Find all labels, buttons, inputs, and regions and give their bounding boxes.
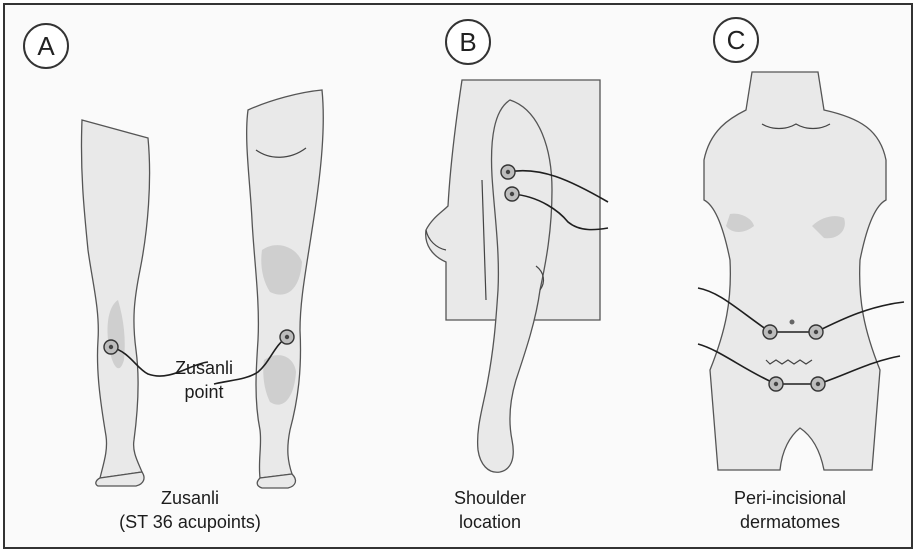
zusanli-callout-line1: Zusanli (175, 358, 233, 378)
panel-a-badge: A (24, 24, 68, 68)
upper-left-electrode (763, 325, 777, 339)
back-leg-electrode (280, 330, 294, 344)
front-leg-electrode (104, 340, 118, 354)
torso-front-illustration (704, 72, 886, 470)
lower-right-center (816, 382, 820, 386)
lower-left-electrode (769, 377, 783, 391)
navel (790, 320, 795, 325)
shoulder-lower-center (510, 192, 514, 196)
panel-a-caption-line1: Zusanli (161, 488, 219, 508)
lower-right-electrode (811, 377, 825, 391)
panel-a-letter: A (37, 31, 55, 61)
panel-b-letter: B (459, 27, 476, 57)
shoulder-electrode-upper (501, 165, 515, 179)
zusanli-callout-line2: point (184, 382, 223, 402)
back-electrode-center (285, 335, 289, 339)
upper-left-center (768, 330, 772, 334)
panel-b-caption-line1: Shoulder (454, 488, 526, 508)
panel-c-caption-line1: Peri-incisional (734, 488, 846, 508)
panel-b-badge: B (446, 20, 490, 64)
shoulder-upper-center (506, 170, 510, 174)
front-electrode-center (109, 345, 113, 349)
panel-c-badge: C (714, 18, 758, 62)
panel-c-caption-line2: dermatomes (740, 512, 840, 532)
upper-right-electrode (809, 325, 823, 339)
torso-front-outline (704, 72, 886, 470)
panel-c-letter: C (727, 25, 746, 55)
upper-right-center (814, 330, 818, 334)
panel-a-caption-line2: (ST 36 acupoints) (119, 512, 261, 532)
panel-b-caption-line2: location (459, 512, 521, 532)
lower-left-center (774, 382, 778, 386)
shoulder-electrode-lower (505, 187, 519, 201)
